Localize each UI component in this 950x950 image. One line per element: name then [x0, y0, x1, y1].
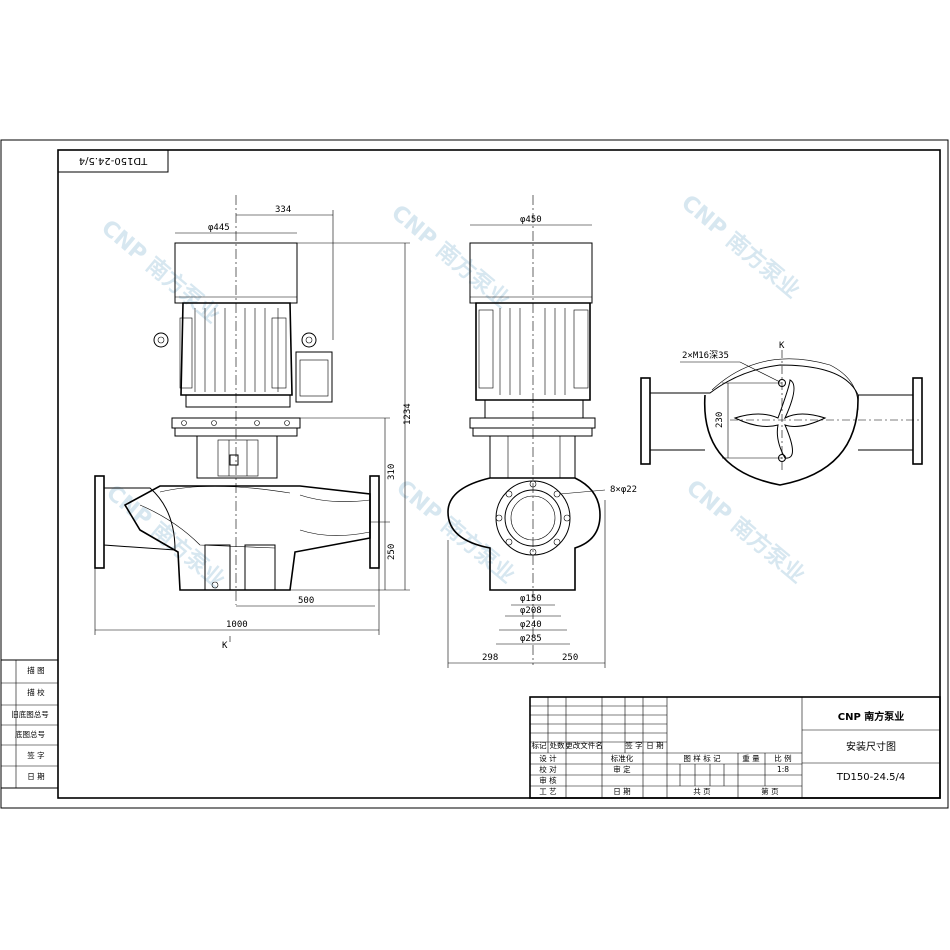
dim-flange-d1: φ150 — [520, 594, 542, 604]
dim-offset-right: 250 — [562, 653, 578, 663]
inlet-flange-top — [640, 377, 651, 465]
watermark: CNP 南方泵业 — [386, 200, 515, 314]
base-cross — [733, 379, 827, 459]
tb-cell: 设 计 — [539, 753, 557, 763]
drawing-number-rotated: TD150-24.5/4 — [79, 155, 149, 166]
drawing-number-box — [57, 149, 169, 173]
rev-header: 日 期 — [646, 741, 663, 750]
mid-header: 图 样 标 记 — [683, 753, 721, 763]
top-view: K 230 2×M16深35 — [640, 341, 923, 486]
company-logo: CNP 南方泵业 — [838, 710, 905, 723]
tb-cell: 审 核 — [539, 775, 557, 785]
section-mark-top: K — [779, 341, 785, 351]
watermark: CNP 南方泵业 — [101, 480, 230, 594]
left-table-cell: 旧底图总号 — [11, 709, 49, 719]
coupling-stand-side — [489, 435, 576, 479]
outlet-flange-top — [912, 377, 923, 465]
dim-top-view-230: 230 — [715, 412, 725, 428]
left-table-cell: 描 校 — [27, 687, 45, 697]
left-table-cell: 底图总号 — [15, 729, 45, 739]
mid-header: 比 例 — [774, 753, 791, 763]
dim-flange-bolts: 8×φ22 — [610, 485, 637, 495]
left-side-table: 描 图 描 校 旧底图总号 底图总号 签 字 日 期 — [0, 659, 59, 789]
sheets-total: 共 页 — [693, 787, 711, 796]
drawing-code: TD150-24.5/4 — [836, 772, 906, 783]
rev-header: 处数 — [550, 740, 565, 750]
watermark-group: CNP 南方泵业 CNP 南方泵业 CNP 南方泵业 CNP 南方泵业 CNP … — [96, 190, 810, 594]
inner-border — [57, 149, 941, 799]
motor-body-side — [475, 302, 591, 401]
rev-header: 签 字 — [625, 740, 642, 750]
motor-flange-side — [469, 417, 596, 429]
dim-motor-dia-left: φ445 — [208, 223, 230, 233]
pump-casing-side — [447, 477, 601, 591]
left-table-cell: 描 图 — [27, 665, 44, 675]
coupling-stand — [196, 435, 278, 479]
drawing-title: 安装尺寸图 — [846, 740, 896, 753]
mid-header: 重 量 — [742, 754, 760, 763]
dim-total-length: 1000 — [226, 620, 248, 630]
left-table-cell: 签 字 — [27, 750, 44, 760]
dim-bolt-spec: 2×M16深35 — [682, 350, 729, 361]
tb-cell: 工 艺 — [539, 787, 556, 796]
terminal-box — [295, 351, 333, 403]
rev-header: 标记 — [532, 740, 547, 750]
outer-border — [0, 139, 949, 809]
watermark: CNP 南方泵业 — [681, 475, 810, 589]
section-mark-bottom: K — [222, 641, 228, 651]
lifting-eye — [153, 332, 169, 348]
sheet-number: 第 页 — [761, 786, 779, 796]
dim-motor-offset: 334 — [275, 205, 291, 215]
casing-outline-top — [703, 394, 859, 486]
tb-cell: 日 期 — [613, 787, 630, 796]
tb-cell: 标准化 — [611, 753, 634, 763]
motor-body — [180, 302, 293, 396]
watermark: CNP 南方泵业 — [676, 190, 805, 304]
scale-value: 1:8 — [777, 765, 789, 774]
left-table-cell: 日 期 — [27, 772, 44, 781]
dim-flange-d3: φ240 — [520, 620, 542, 630]
dim-half-length: 500 — [298, 596, 314, 606]
dim-flange-height: 310 — [387, 464, 397, 480]
dim-offset-left: 298 — [482, 653, 498, 663]
dim-flange-d2: φ208 — [520, 606, 542, 616]
dim-total-height: 1234 — [403, 403, 413, 425]
dim-base-height: 250 — [387, 544, 397, 560]
side-view — [447, 195, 601, 665]
watermark: CNP 南方泵业 — [96, 215, 225, 329]
dim-motor-dia-right: φ450 — [520, 215, 542, 225]
dim-flange-d4: φ285 — [520, 634, 542, 644]
side-dimensions: φ450 8×φ22 φ150 φ208 φ240 φ285 298 250 — [447, 215, 637, 668]
rev-header: 更改文件名 — [565, 740, 603, 750]
front-dimensions: φ445 334 1234 310 250 500 1000 K — [94, 205, 413, 651]
tb-cell: 校 对 — [539, 764, 557, 774]
tb-cell: 审 定 — [613, 764, 631, 774]
inlet-flange — [94, 475, 105, 569]
title-block: 标记 处数 更改文件名 签 字 日 期 设 计 标准化 校 对 审 定 审 核 … — [529, 696, 941, 799]
